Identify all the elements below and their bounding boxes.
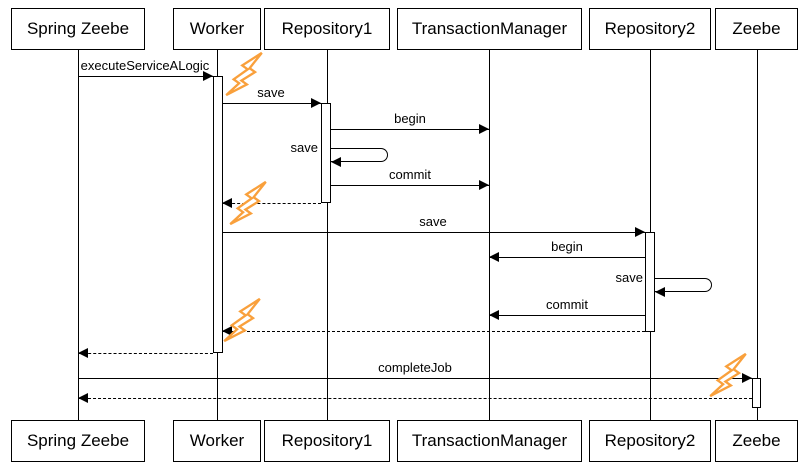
message-2-line [331,129,489,130]
participant-bottom-repository2: Repository2 [589,420,711,462]
message-4-arrowhead-icon [479,180,489,190]
message-5-line [222,203,321,204]
message-7-label: begin [551,239,583,254]
participant-name: Repository1 [281,19,373,38]
message-9-line [489,315,645,316]
message-4-line [331,185,489,186]
message-8-arrowhead-icon [655,287,665,297]
message-7-arrowhead-icon [489,252,499,262]
lightning-icon [709,352,747,398]
message-13-arrowhead-icon [78,393,88,403]
message-3-label: save [290,140,318,155]
message-0-arrowhead-icon [203,71,213,81]
message-9-label: commit [546,297,588,312]
message-1-label: save [257,85,285,100]
message-12-arrowhead-icon [742,373,752,383]
message-12-line [78,378,752,379]
participant-bottom-transaction-manager: TransactionManager [397,420,582,462]
message-3-self-loop [331,148,388,162]
lifeline-spring-zeebe [78,50,79,420]
participant-name: Worker [189,19,245,38]
lightning-icon [225,51,263,97]
participant-top-repository1: Repository1 [264,8,390,50]
message-1-arrowhead-icon [311,98,321,108]
participant-bottom-spring-zeebe: Spring Zeebe [11,420,145,462]
participant-name: Zeebe [732,19,781,38]
participant-name: Spring Zeebe [26,431,130,450]
message-6-arrowhead-icon [635,227,645,237]
message-7-line [489,257,645,258]
activation-zeebe [752,378,761,408]
lifeline-zeebe [757,50,758,420]
lightning-icon [223,297,261,343]
message-13-line [78,398,752,399]
participant-name: Spring Zeebe [26,19,130,38]
activation-repository2 [645,232,655,332]
message-2-label: begin [394,111,426,126]
participant-bottom-zeebe: Zeebe [715,420,798,462]
message-3-arrowhead-icon [331,157,341,167]
message-11-arrowhead-icon [78,348,88,358]
participant-name: Repository1 [281,431,373,450]
activation-worker [213,76,223,353]
lifeline-transaction-manager [489,50,490,420]
message-8-label: save [615,270,643,285]
participant-top-repository2: Repository2 [589,8,711,50]
participant-bottom-worker: Worker [173,420,261,462]
participant-top-worker: Worker [173,8,261,50]
lifeline-repository1 [327,50,328,420]
participant-name: TransactionManager [411,431,568,450]
message-5-arrowhead-icon [222,198,232,208]
participant-bottom-repository1: Repository1 [264,420,390,462]
activation-repository1 [321,103,331,203]
participant-top-transaction-manager: TransactionManager [397,8,582,50]
message-12-label: completeJob [378,360,452,375]
participant-name: TransactionManager [411,19,568,38]
message-2-arrowhead-icon [479,124,489,134]
lightning-icon [229,180,267,226]
message-8-self-loop [655,278,712,292]
participant-top-spring-zeebe: Spring Zeebe [11,8,145,50]
message-0-label: executeServiceALogic [80,58,210,73]
message-0-line [78,76,213,77]
message-11-line [78,353,213,354]
message-6-label: save [419,214,447,229]
message-1-line [222,103,321,104]
message-9-arrowhead-icon [489,310,499,320]
message-10-line [222,331,645,332]
participant-name: Repository2 [604,431,696,450]
message-6-line [222,232,645,233]
message-10-arrowhead-icon [222,326,232,336]
message-4-label: commit [389,167,431,182]
participant-name: Repository2 [604,19,696,38]
participant-name: Worker [189,431,245,450]
participant-name: Zeebe [732,431,781,450]
participant-top-zeebe: Zeebe [715,8,798,50]
